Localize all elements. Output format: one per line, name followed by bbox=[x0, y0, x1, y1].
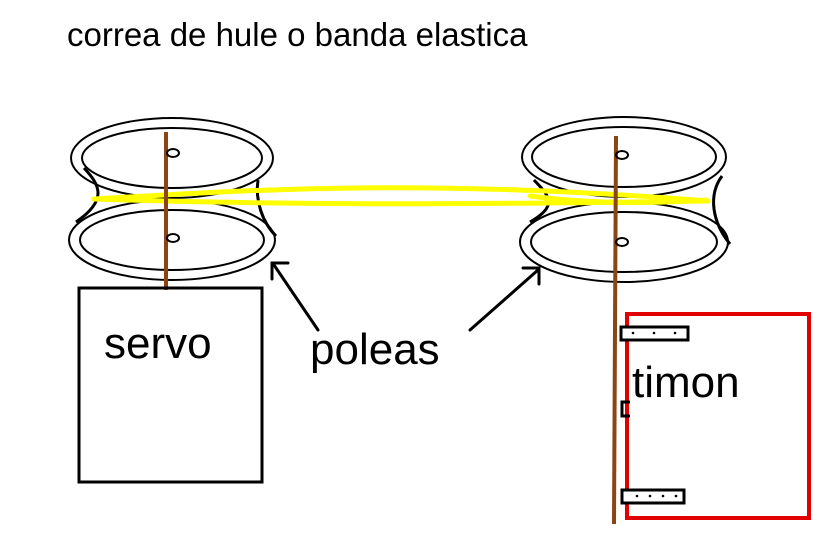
pulleys-label: poleas bbox=[310, 325, 440, 374]
arrow-to-left-pulley bbox=[270, 261, 320, 332]
rubber-belt bbox=[91, 185, 711, 207]
right-lower-wheel-outer bbox=[519, 201, 729, 283]
shaft-collars bbox=[166, 148, 629, 247]
right-upper-wheel-inner bbox=[531, 126, 717, 188]
right-lower-wheel-inner bbox=[530, 211, 718, 273]
hinge-top bbox=[619, 325, 690, 342]
left-lower-wheel-outer bbox=[68, 199, 276, 281]
left-pulley bbox=[68, 117, 278, 281]
servo-label: servo bbox=[104, 319, 212, 368]
diagram-title: correa de hule o banda elastica bbox=[67, 16, 528, 53]
right-upper-wheel-outer bbox=[521, 116, 727, 198]
rudder-box bbox=[625, 312, 811, 520]
left-upper-wheel-outer bbox=[70, 117, 274, 199]
rudder-clip bbox=[620, 400, 630, 418]
rudder-label: timon bbox=[632, 358, 740, 407]
left-lower-wheel-inner bbox=[79, 209, 265, 271]
right-shaft bbox=[612, 135, 618, 525]
hinge-bottom bbox=[620, 488, 686, 505]
arrow-to-right-pulley bbox=[468, 266, 541, 332]
left-upper-wheel-inner bbox=[81, 127, 263, 189]
servo-box bbox=[77, 286, 264, 484]
